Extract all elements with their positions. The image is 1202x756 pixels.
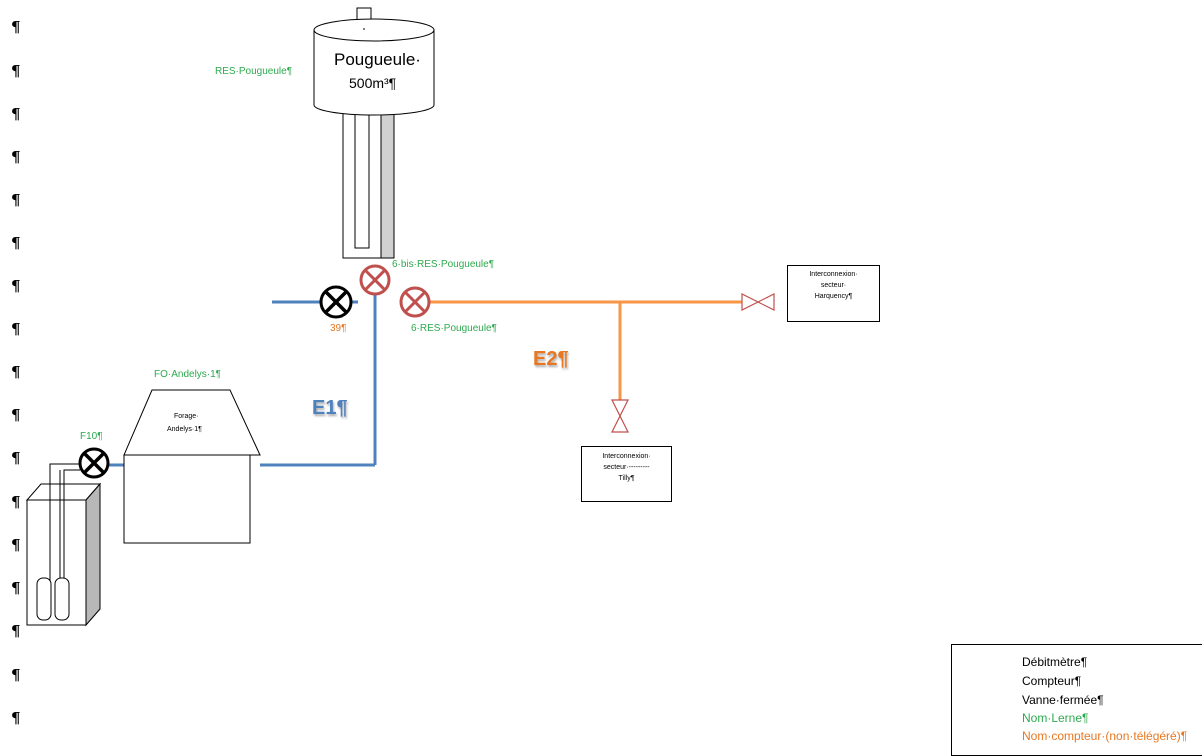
compteur-f10[interactable] — [78, 447, 110, 479]
vanne-fermee-harquency[interactable] — [741, 293, 775, 311]
res-pougueule-label: RES·Pougueule¶ — [215, 66, 293, 77]
compteur-39[interactable] — [319, 285, 353, 319]
meter-39-label: 39¶ — [330, 323, 347, 334]
paragraph-mark: ¶ — [11, 191, 21, 209]
forage-house — [123, 389, 261, 544]
paragraph-mark: ¶ — [11, 493, 21, 511]
paragraph-mark: ¶ — [11, 62, 21, 80]
forage-name-line2: Andelys·1¶ — [167, 426, 202, 433]
meter-f10-label: F10¶ — [80, 431, 103, 442]
paragraph-mark: ¶ — [11, 449, 21, 467]
meter-6bis-label: 6·bis·RES·Pougueule¶ — [392, 259, 495, 270]
paragraph-mark: ¶ — [11, 18, 21, 36]
legend: Débitmètre¶ Compteur¶ Vanne·fermée¶ Nom·… — [951, 644, 1202, 756]
paragraph-mark: ¶ — [11, 277, 21, 295]
interconnexion-tilly: Interconnexion· secteur·--------- Tilly¶ — [581, 446, 672, 502]
debitmetre-6bis[interactable] — [359, 264, 391, 296]
paragraph-mark: ¶ — [11, 105, 21, 123]
paragraph-mark: ¶ — [11, 234, 21, 252]
pipe-e1 — [108, 295, 377, 467]
paragraph-mark: ¶ — [11, 363, 21, 381]
well-box — [25, 463, 102, 627]
interconnexion-line3: Tilly¶ — [618, 475, 635, 483]
interconnexion-line3: Harquency¶ — [814, 293, 853, 301]
paragraph-mark: ¶ — [11, 622, 21, 640]
interconnexion-harquency: Interconnexion· secteur· Harquency¶ — [787, 265, 880, 322]
paragraph-mark: ¶ — [11, 536, 21, 554]
debitmetre-6[interactable] — [399, 286, 431, 318]
meter-6-label: 6·RES·Pougueule¶ — [411, 323, 497, 334]
interconnexion-line1: Interconnexion· — [809, 271, 858, 278]
interconnexion-line2: secteur·--------- — [603, 464, 650, 472]
paragraph-mark: ¶ — [11, 666, 21, 684]
paragraph-mark: ¶ — [11, 320, 21, 338]
legend-compteur-label: Compteur¶ — [1022, 674, 1082, 688]
tank-name: Pougueule· — [334, 50, 421, 69]
sector-e1-label: E1¶ — [312, 397, 348, 419]
interconnexion-line2: secteur· — [820, 282, 847, 290]
legend-nom-compteur-label: Nom·compteur·(non·télégéré)¶ — [1022, 729, 1188, 743]
legend-vanne-label: Vanne·fermée¶ — [1022, 693, 1104, 707]
pipe-e2 — [430, 300, 742, 400]
paragraph-mark: ¶ — [11, 709, 21, 727]
paragraph-mark: ¶ — [11, 579, 21, 597]
water-tower — [313, 7, 435, 259]
legend-debitmetre-label: Débitmètre¶ — [1022, 655, 1088, 669]
legend-nom-lerne-label: Nom·Lerne¶ — [1022, 711, 1089, 725]
forage-label: FO·Andelys·1¶ — [154, 369, 222, 380]
interconnexion-line1: Interconnexion· — [602, 453, 651, 460]
sector-e2-label: E2¶ — [533, 348, 569, 370]
vanne-fermee-tilly[interactable] — [611, 399, 629, 433]
paragraph-mark: ¶ — [11, 148, 21, 166]
paragraph-mark: ¶ — [11, 406, 21, 424]
tank-capacity: 500m³¶ — [349, 75, 397, 91]
forage-name-line1: Forage· — [174, 413, 199, 420]
